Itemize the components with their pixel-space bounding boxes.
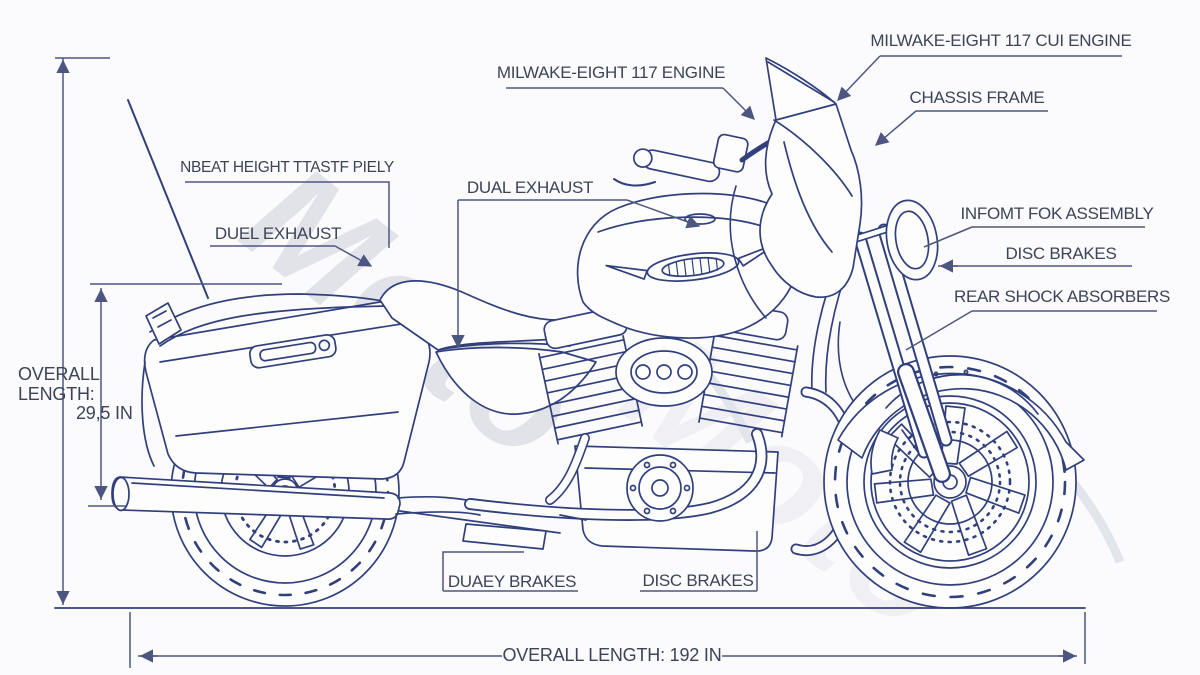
callout-engine-cui-label: MILWAKE-EIGHT 117 CUI ENGINE (870, 31, 1132, 50)
callout-seat-height-label: NBEAT HEIGHT TTASTF PIELY (180, 159, 394, 176)
side-cover (435, 346, 597, 415)
callout-duel-exhaust-label: DUEL EXHAUST (214, 224, 342, 243)
callout-front-fork-label: INFOMT FOK ASSEMBLY (960, 204, 1154, 223)
engine (464, 299, 799, 552)
front-wheel (823, 355, 1077, 609)
antenna (127, 99, 209, 299)
callout-chassis-frame-label: CHASSIS FRAME (909, 88, 1045, 107)
rear-fender (127, 99, 389, 467)
overall-height-label-line1: OVERALL (18, 364, 100, 384)
front-fairing (759, 57, 863, 298)
overall-height-value: 29,5 IN (76, 403, 133, 423)
headlight (885, 199, 939, 281)
callout-leader-lines (185, 55, 1157, 592)
derby-cover (626, 454, 694, 522)
air-cleaner (615, 337, 713, 407)
callout-disc-brakes-bottom-label: DISC BRAKES (642, 571, 754, 590)
tank-badge (605, 242, 778, 282)
callout-engine-117-label: MILWAKE-EIGHT 117 ENGINE (496, 63, 726, 82)
callout-rear-brakes-label: DUAEY BRAKES (447, 572, 577, 591)
dimension-lines (55, 57, 1086, 668)
callout-dual-exhaust-label: DUAL EXHAUST (466, 178, 594, 197)
overall-length-label: OVERALL LENGTH: 192 IN (502, 645, 722, 665)
saddlebag (143, 300, 431, 480)
callout-disc-brakes-right-label: DISC BRAKES (1005, 244, 1117, 263)
callout-rear-shock-label: REAR SHOCK ABSORBERS (953, 287, 1171, 306)
overall-height-label-line2: LENGTH: (18, 384, 95, 404)
handlebar (613, 133, 781, 319)
brake-caliper (870, 429, 899, 475)
fuel-tank (576, 192, 801, 339)
